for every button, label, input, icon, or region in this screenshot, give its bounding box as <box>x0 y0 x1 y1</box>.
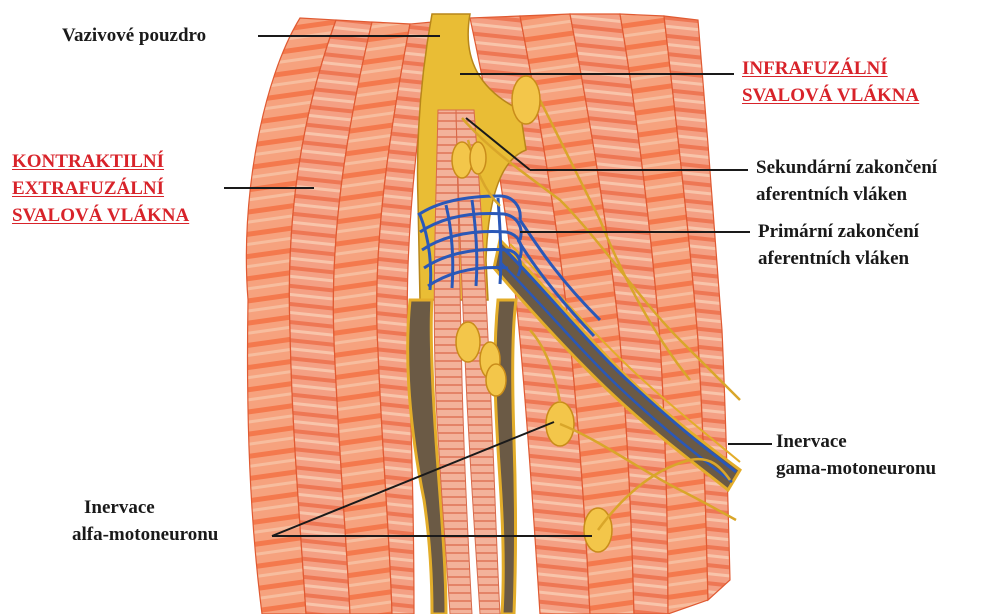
extrafusal-fibers-left <box>246 18 432 614</box>
secondary-afferent-label: Sekundární zakončení aferentních vláken <box>756 154 937 208</box>
capsule-label: Vazivové pouzdro <box>62 22 206 49</box>
alpha-innervation-label: Inervace alfa-motoneuronu <box>72 494 218 548</box>
intrafusal-fibers-label: INFRAFUZÁLNÍ SVALOVÁ VLÁKNA <box>742 55 919 109</box>
primary-afferent-label: Primární zakončení aferentních vláken <box>758 218 919 272</box>
gamma-innervation-label: Inervace gama-motoneuronu <box>776 428 936 482</box>
extrafusal-fibers-label: KONTRAKTILNÍ EXTRAFUZÁLNÍ SVALOVÁ VLÁKNA <box>12 148 189 229</box>
